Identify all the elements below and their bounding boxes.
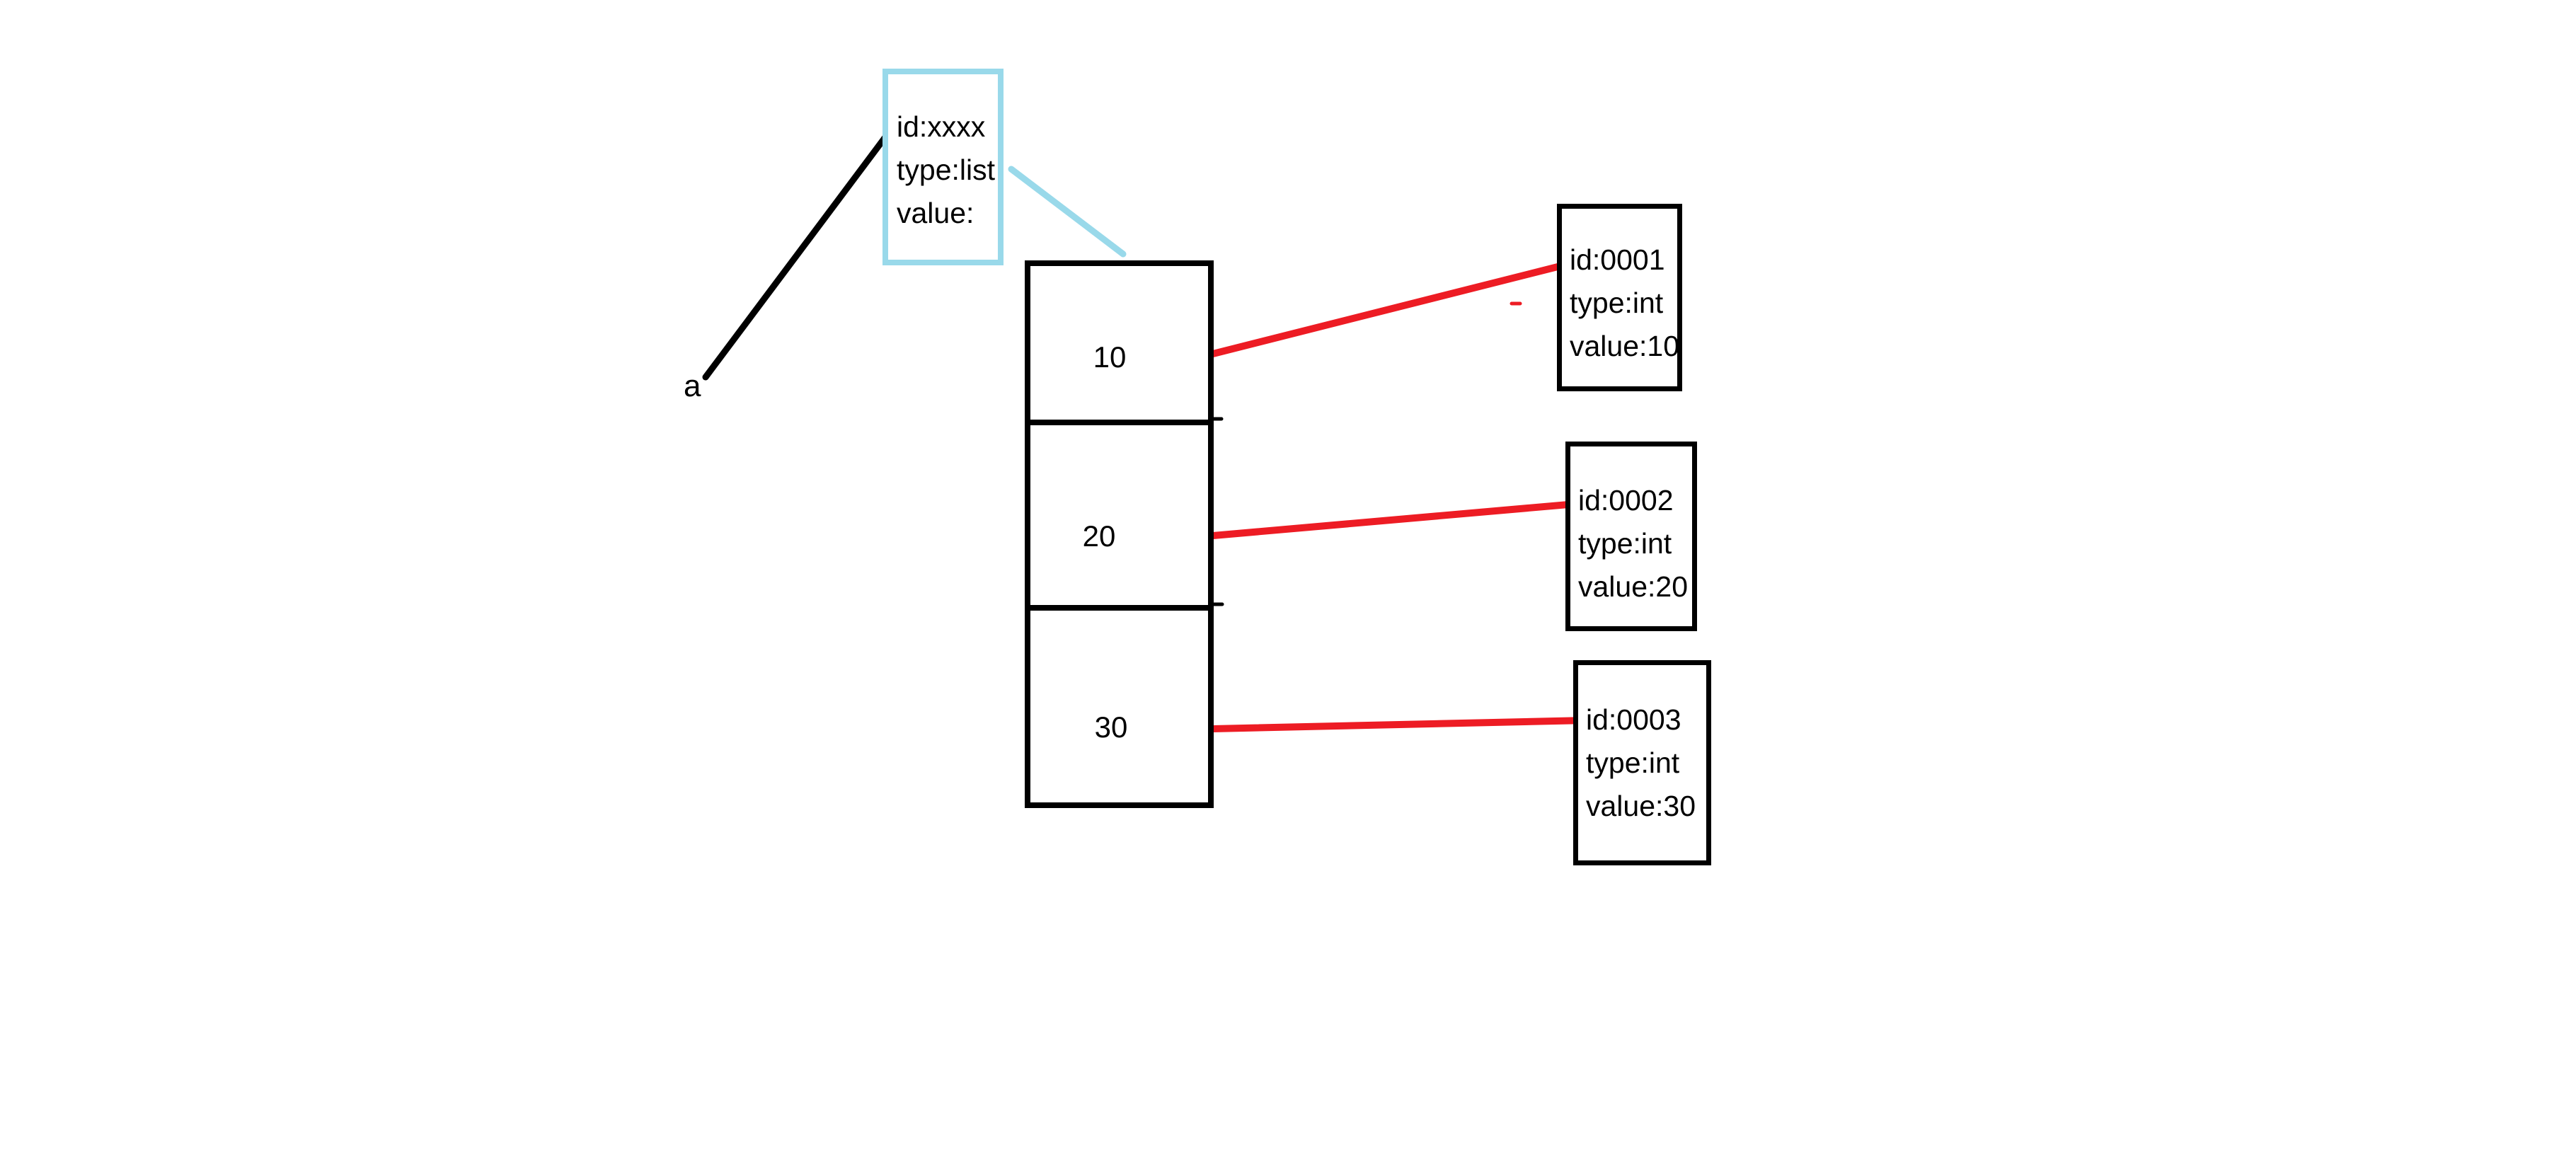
reference-line-cell10-to-int0001 [1209,261,1570,357]
int-object-id-line: id:0002 [1578,483,1674,517]
pointer-line-list-to-stack [1008,166,1127,258]
int-object-box-0003: id:0003 type:int value:30 [1573,660,1711,865]
list-object-value-line: value: [897,196,974,229]
int-object-box-0001: id:0001 type:int value:10 [1557,204,1682,391]
cell-divider-2 [1030,605,1208,611]
cell-value-10: 10 [1093,340,1127,374]
cell-divider-1 [1030,420,1208,425]
int-object-value-line: value:30 [1586,789,1696,822]
reference-line-cell30-to-int0003 [1209,717,1590,732]
list-cell-stack: 10 20 30 [1025,260,1214,808]
int-object-box-0002: id:0002 type:int value:20 [1565,442,1697,631]
reference-line-cell20-to-int0002 [1209,500,1580,539]
list-object-type-line: type:list [897,153,995,186]
variable-a-label: a [684,369,701,403]
int-object-type-line: type:int [1578,526,1672,560]
pointer-line-a-to-list [702,126,895,381]
int-object-value-line: value:10 [1570,330,1680,362]
cell-value-30: 30 [1094,710,1128,744]
int-object-id-line: id:0001 [1570,243,1665,276]
int-object-value-line: value:20 [1578,570,1689,603]
int-object-id-line: id:0003 [1586,703,1681,736]
list-object-box: id:xxxx type:list value: [882,69,1004,265]
int-object-type-line: type:int [1586,746,1680,779]
cell-value-20: 20 [1082,519,1116,553]
int-object-type-line: type:int [1570,287,1664,319]
list-object-id-line: id:xxxx [897,110,986,143]
